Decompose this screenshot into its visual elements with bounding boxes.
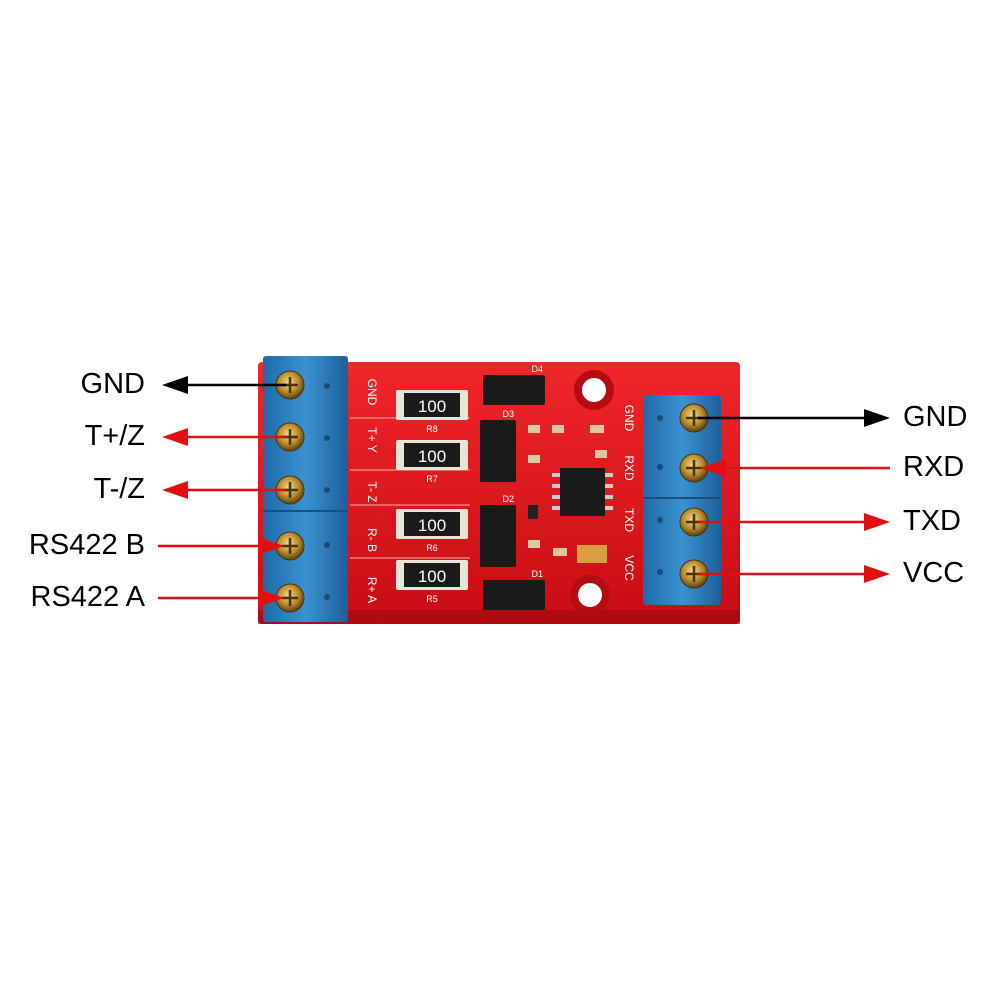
mounting-hole	[574, 370, 614, 410]
resistor-ref: R5	[426, 594, 438, 604]
right-terminal-block	[643, 395, 721, 605]
mounting-hole	[570, 575, 610, 615]
pcb-board	[258, 362, 740, 624]
smd-components	[528, 425, 607, 563]
terminal-screw	[679, 403, 709, 433]
terminal-screw	[275, 583, 305, 613]
diode: D3	[480, 409, 516, 482]
silkscreen-left-label: R+ A	[365, 577, 379, 603]
resistor-value: 100	[418, 516, 446, 535]
diode-ref: D2	[502, 494, 514, 504]
diode: D1	[483, 569, 545, 610]
silkscreen-left-label: R- B	[365, 528, 379, 552]
resistor-ref: R7	[426, 474, 438, 484]
silkscreen-right-label: VCC	[622, 555, 636, 581]
resistor-value: 100	[418, 567, 446, 586]
right-pin-arrow	[698, 565, 890, 583]
resistor-ref: R6	[426, 543, 438, 553]
terminal-screw	[679, 453, 709, 483]
silkscreen-right-label: TXD	[622, 508, 636, 532]
resistor-value: 100	[418, 447, 446, 466]
left-pin-arrow	[162, 376, 286, 394]
right-pin-label: GND	[903, 401, 968, 433]
resistor-ref: R8	[426, 424, 438, 434]
silkscreen-right-label: GND	[622, 405, 636, 432]
silkscreen-left-label: GND	[365, 379, 379, 406]
left-pin-label: RS422 A	[30, 581, 145, 613]
left-pin-label: GND	[80, 368, 145, 400]
diode-ref: D3	[502, 409, 514, 419]
left-pin-arrow	[158, 589, 284, 607]
diode: D4	[483, 364, 545, 405]
left-pin-label: RS422 B	[28, 529, 145, 561]
left-pin-arrow	[162, 481, 286, 499]
left-pin-arrow	[162, 428, 286, 446]
right-pin-label: VCC	[903, 557, 965, 589]
left-pin-label: T+/Z	[84, 420, 145, 452]
silkscreen-left-label: T+ Y	[365, 427, 379, 452]
ic-chip	[552, 468, 613, 516]
left-pin-arrow	[158, 537, 284, 555]
left-pin-label: T-/Z	[93, 473, 145, 505]
terminal-screw	[679, 507, 709, 537]
right-pin-arrow	[700, 459, 890, 477]
diode: D2	[480, 494, 516, 567]
diode-ref: D4	[531, 364, 543, 374]
right-pin-label: TXD	[903, 505, 961, 537]
terminal-screw	[275, 370, 305, 400]
terminal-screw	[275, 531, 305, 561]
diode-ref: D1	[531, 569, 543, 579]
right-pin-label: RXD	[903, 451, 965, 483]
terminal-screw	[275, 422, 305, 452]
silkscreen-right-label: RXD	[622, 455, 636, 481]
right-pin-arrow	[698, 513, 890, 531]
right-pin-arrow	[698, 409, 890, 427]
resistor-value: 100	[418, 397, 446, 416]
silkscreen-left-label: T- Z	[365, 481, 379, 502]
